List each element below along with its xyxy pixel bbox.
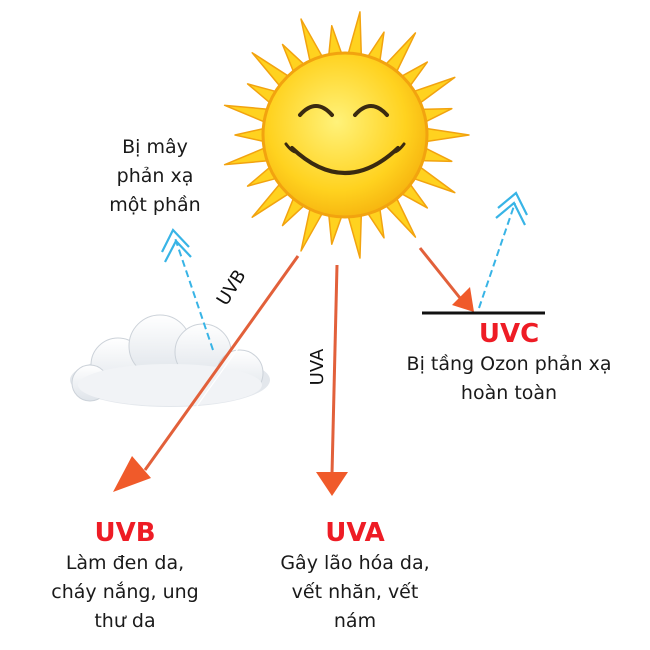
uvb-beam-shaft-inner bbox=[148, 258, 303, 474]
sun-ray bbox=[223, 104, 270, 124]
sun-icon bbox=[223, 11, 470, 259]
cloud-reflection-arrowhead-inner bbox=[164, 239, 192, 263]
cloud-note-line-1: Bị mây bbox=[122, 136, 188, 158]
sun-ray bbox=[234, 127, 267, 143]
uvb-line-1: Làm đen da, bbox=[65, 552, 185, 574]
ozone-reflection-arrow bbox=[478, 202, 516, 309]
uvb-line-2: cháy nắng, ung bbox=[51, 581, 199, 603]
sun-ray bbox=[347, 11, 363, 58]
ozone-reflection-arrowhead-outer bbox=[497, 191, 528, 216]
cloud-reflection-note: Bị mây phản xạ một phần bbox=[95, 133, 215, 220]
uvb-line-3: thư da bbox=[94, 610, 156, 632]
cloud-icon bbox=[70, 314, 270, 407]
ozone-reflection-arrowhead-inner bbox=[495, 201, 526, 226]
uva-beam-shaft bbox=[330, 264, 339, 475]
cloud-note-line-2: phản xạ bbox=[116, 165, 194, 187]
uvb-beam-arrowhead bbox=[113, 456, 151, 492]
uva-line-1: Gây lão hóa da, bbox=[280, 552, 430, 574]
sun-ray bbox=[347, 212, 363, 259]
uvc-beam-arrowhead bbox=[452, 287, 474, 312]
uvc-beam-shaft bbox=[418, 247, 462, 299]
cloud-reflection-arrowhead-outer bbox=[161, 228, 190, 253]
uvb-title: UVB bbox=[94, 518, 156, 548]
cloud-note-line-3: một phần bbox=[109, 194, 201, 216]
sun-face bbox=[284, 104, 406, 175]
uvb-block: UVB Làm đen da, cháy nắng, ung thư da bbox=[25, 517, 225, 636]
uvb-beam-shaft bbox=[143, 255, 300, 471]
uva-beam-arrowhead bbox=[316, 472, 348, 496]
uva-block: UVA Gây lão hóa da, vết nhăn, vết nám bbox=[250, 517, 460, 636]
uvc-block: UVC Bị tầng Ozon phản xạ hoàn toàn bbox=[385, 318, 633, 408]
uva-beam-label: UVA bbox=[307, 348, 328, 386]
sun-ray bbox=[223, 146, 270, 166]
sun-ray bbox=[423, 127, 470, 143]
uva-line-3: nám bbox=[333, 610, 377, 632]
uvc-line-2: hoàn toàn bbox=[460, 382, 558, 404]
cloud-reflection-arrow bbox=[174, 237, 214, 351]
uvc-line-1: Bị tầng Ozon phản xạ bbox=[406, 353, 612, 375]
uvc-title: UVC bbox=[478, 319, 540, 349]
uva-title: UVA bbox=[325, 518, 385, 548]
uva-line-2: vết nhăn, vết bbox=[291, 581, 419, 603]
